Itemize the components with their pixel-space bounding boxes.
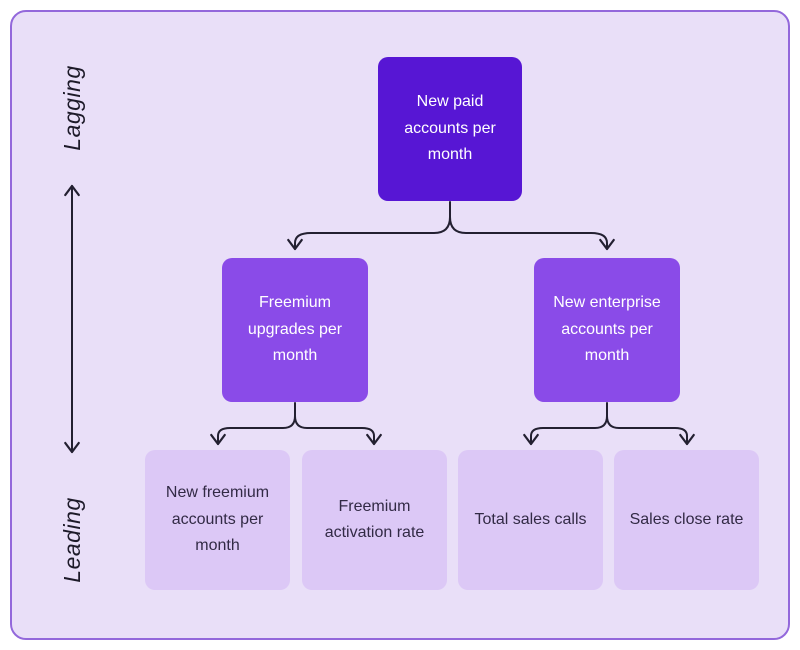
metric-node-new-paid-accounts: New paid accounts per month <box>378 57 522 201</box>
metric-node-new-enterprise-accounts: New enterprise accounts per month <box>534 258 680 402</box>
metric-node-new-freemium-accounts: New freemium accounts per month <box>145 450 290 590</box>
lagging-axis-label: Lagging <box>59 65 85 151</box>
metric-node-freemium-upgrades: Freemium upgrades per month <box>222 258 368 402</box>
metric-node-total-sales-calls: Total sales calls <box>458 450 603 590</box>
metric-node-sales-close-rate: Sales close rate <box>614 450 759 590</box>
leading-axis-label: Leading <box>59 497 85 583</box>
metric-node-freemium-activation-rate: Freemium activation rate <box>302 450 447 590</box>
